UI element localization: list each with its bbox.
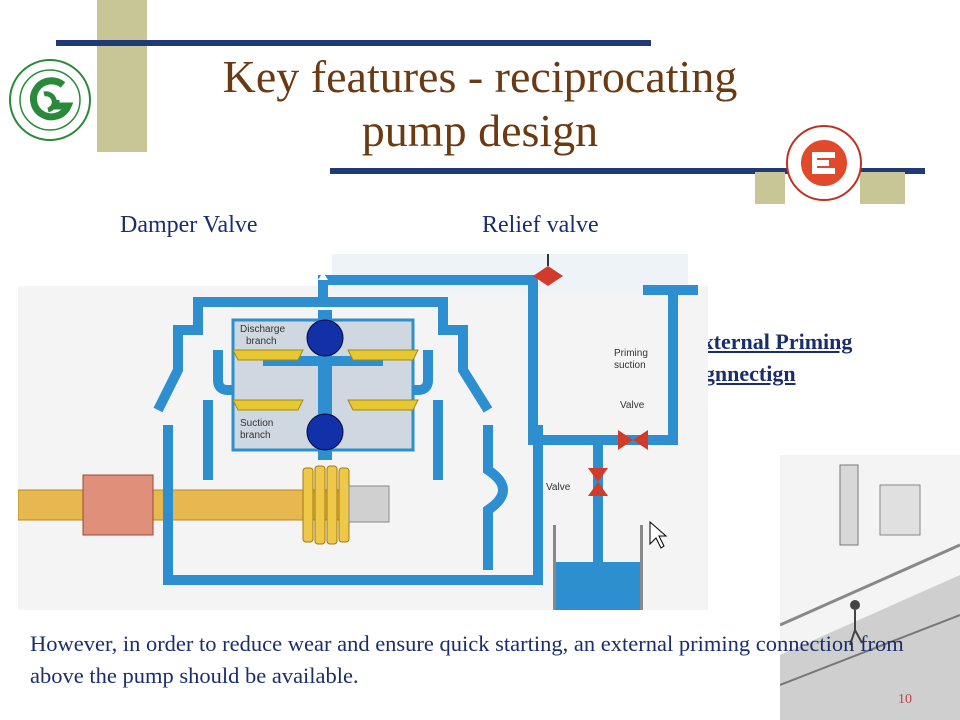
piston-rings [302,465,350,545]
decor-bar-left [97,0,147,152]
priming-suction-label-2: suction [614,360,646,371]
discharge-ball [306,319,344,357]
page-number: 10 [898,692,912,707]
slide-title: Key features - reciprocating pump design [222,51,738,156]
suction-tank [553,562,643,610]
discharge-pipe [318,275,698,570]
priming-label-line2: Cgnnectign [688,361,796,386]
lower-valve-icon [588,468,608,496]
priming-valve-icon [618,430,648,450]
title-rule-top [56,40,651,46]
pump-diagram: Discharge branch Suction branch Priming [17,250,708,610]
priming-label-line1: External Priming [688,329,853,354]
external-priming-link[interactable]: External Priming Cgnnectign [688,326,852,390]
suction-branch-label-2: branch [240,430,271,441]
decor-bar-right-a [755,172,785,204]
discharge-branch-label-2: branch [246,336,277,347]
decor-bar-right-b [860,172,905,204]
suction-ball [306,413,344,451]
valve-seats [232,349,419,411]
valve-label-right: Valve [620,400,645,411]
relief-valve-icon [533,254,563,286]
university-logo [8,58,92,142]
pump-casing [153,297,543,585]
priming-suction-label: Priming [614,348,648,359]
ship-deck-photo [780,455,960,720]
discharge-branch-label: Discharge [240,324,285,335]
title-rule-bottom [330,168,925,174]
valve-label-lower: Valve [546,482,571,493]
cursor-icon [649,520,668,549]
school-logo [785,124,863,202]
damper-valve-label: Damper Valve [120,212,258,238]
suction-branch-label: Suction [240,418,273,429]
relief-valve-label: Relief valve [482,212,599,238]
slide-body-text: However, in order to reduce wear and ens… [30,631,904,688]
